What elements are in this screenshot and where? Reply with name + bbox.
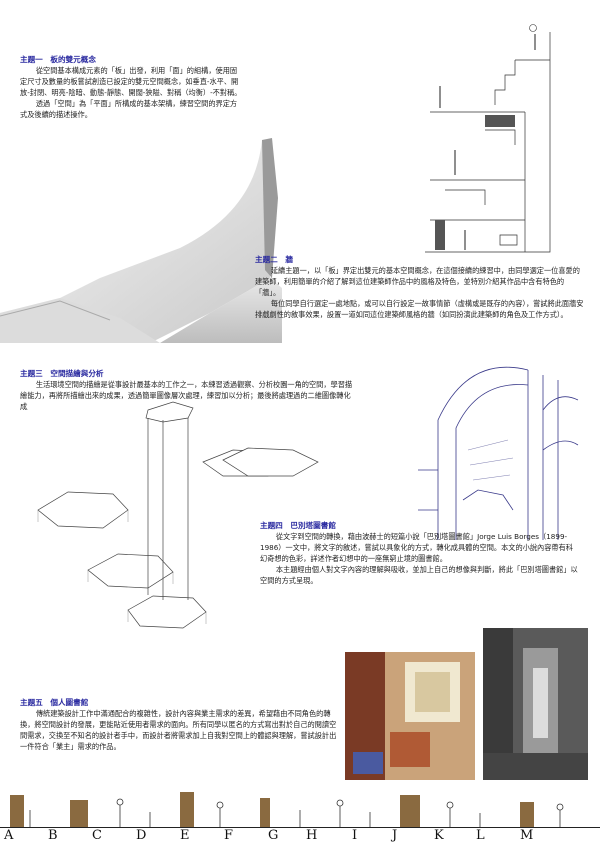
letter-m: M: [520, 828, 534, 843]
topic-5: 主題五 個人圖書館 傳統建築設計工作中滿通配合的複雜性，設計內容與業主需求的差異…: [20, 697, 342, 752]
letter-c: C: [92, 828, 102, 843]
topic-5-title: 主題五 個人圖書館: [20, 698, 89, 707]
letter-b: B: [48, 828, 58, 843]
topic-2-paragraph-1: 延續主題一，以「板」界定出雙元的基本空間概念，在這個接續的練習中，由同學選定一位…: [255, 266, 580, 297]
topic-2-paragraph-2: 每位同學自行選定一處地點，或可以自行設定一故事情節（虛構或是既存的內容），嘗試將…: [255, 299, 584, 319]
arch-sketch: [418, 350, 583, 540]
letter-index: A B C D E F G H I J K L M: [0, 828, 600, 848]
letter-i: I: [352, 828, 358, 843]
hexagon-tower-model: [28, 400, 328, 650]
letter-h: H: [306, 828, 318, 843]
letter-l: L: [476, 828, 485, 843]
letter-a: A: [4, 828, 14, 843]
topic-4-title: 主題四 巴別塔圖書館: [260, 521, 336, 530]
letter-e: E: [180, 828, 190, 843]
topic-4-paragraph-2: 本主題經由個人對文字內容的理解與吸收，並加上自己的想像與判斷，將此「巴別塔圖書館…: [260, 565, 578, 585]
strip-baseline: [0, 827, 600, 828]
letter-k: K: [434, 828, 444, 843]
topic-2-title: 主題二 牆: [255, 255, 293, 264]
plate-model-render: [0, 138, 282, 343]
letter-j: J: [392, 828, 398, 843]
topic-3-title: 主題三 空間描繪與分析: [20, 369, 104, 378]
library-sketch-strip: [0, 780, 600, 828]
letter-d: D: [136, 828, 147, 843]
topic-5-paragraph-1: 傳統建築設計工作中滿通配合的複雜性，設計內容與業主需求的差異，希望藉由不同角色的…: [20, 709, 337, 751]
topic-1: 主題一 板的雙元概念 從空間基本構成元素的「板」出發，利用「面」的組構，使用固定…: [20, 54, 242, 120]
topic-1-title: 主題一 板的雙元概念: [20, 55, 96, 64]
topic-4: 主題四 巴別塔圖書館 從文字到空間的轉換，藉由波赫士的短篇小說「巴別塔圖書館」J…: [260, 520, 580, 586]
topic-2: 主題二 牆 延續主題一，以「板」界定出雙元的基本空間概念，在這個接續的練習中，由…: [255, 254, 585, 320]
letter-f: F: [224, 828, 234, 843]
library-photo-interior: [345, 652, 475, 780]
topic-1-paragraph-1: 從空間基本構成元素的「板」出發，利用「面」的組構，使用固定尺寸及數量的板嘗試創造…: [20, 66, 242, 97]
letter-g: G: [268, 828, 279, 843]
topic-4-paragraph-1: 從文字到空間的轉換，藉由波赫士的短篇小說「巴別塔圖書館」Jorge Luis B…: [260, 532, 573, 563]
library-photo-corridor: [483, 628, 588, 783]
wall-section-drawing: [425, 20, 575, 256]
topic-1-paragraph-2: 透過「空間」為「平面」所構成的基本架構，練習空間的界定方式及後續的描述操作。: [20, 99, 238, 119]
